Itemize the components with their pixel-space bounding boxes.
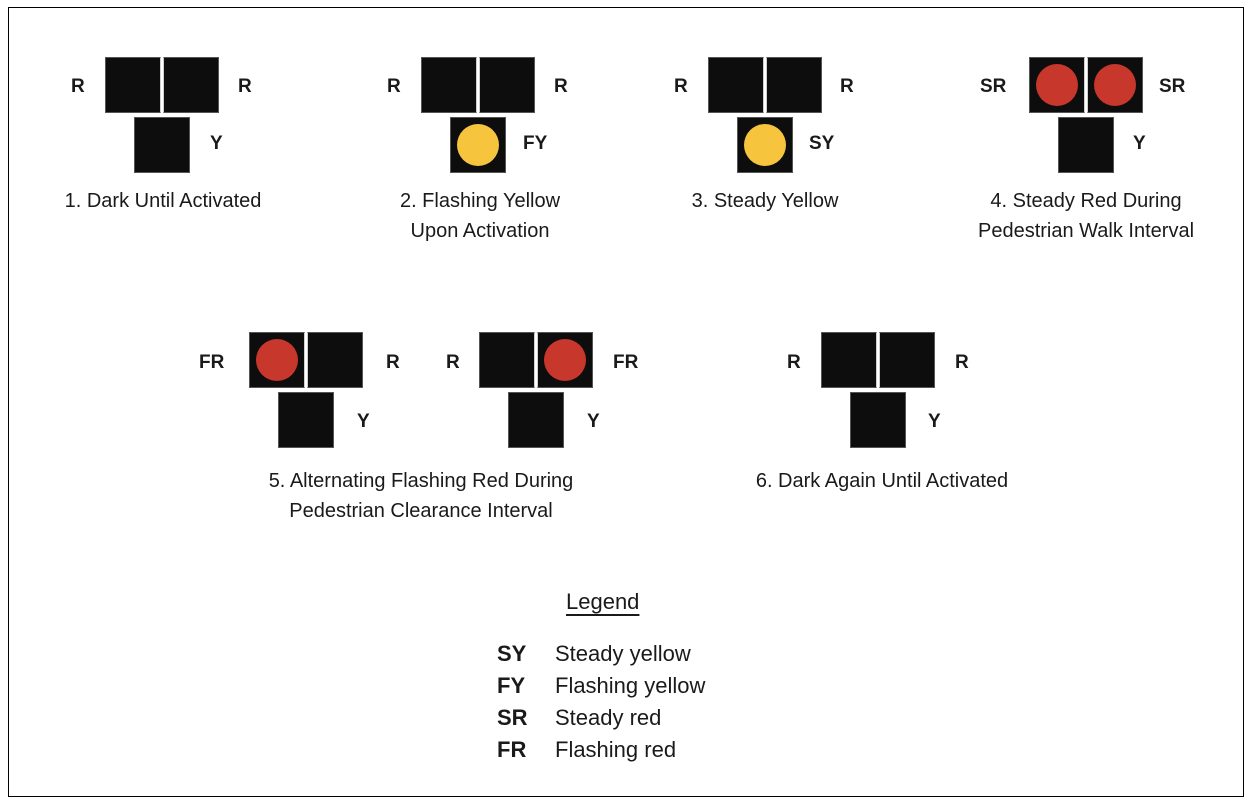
signal-head-stage-5b — [479, 332, 599, 452]
bottom-lens — [508, 392, 564, 448]
legend-item: FY Flashing yellow — [497, 673, 705, 703]
right-lens-label: R — [955, 352, 969, 373]
left-lens-label: R — [446, 352, 460, 373]
legend-code: FR — [497, 737, 527, 762]
right-lens-label: R — [840, 76, 854, 97]
signal-head-stage-3 — [708, 57, 828, 177]
right-lens — [1087, 57, 1143, 113]
yellow-indication — [457, 124, 499, 166]
right-lens-label: SR — [1159, 76, 1186, 97]
bottom-lens-label: Y — [587, 411, 600, 432]
stage-caption: 1. Dark Until Activated — [64, 190, 262, 212]
stage-caption: 6. Dark Again Until Activated — [755, 470, 1009, 492]
signal-head-stage-1 — [105, 57, 225, 177]
legend-meaning: Flashing red — [555, 737, 677, 762]
bottom-lens — [278, 392, 334, 448]
bottom-lens-label: FY — [523, 133, 548, 154]
signal-head-stage-4 — [1029, 57, 1149, 177]
left-lens-label: R — [387, 76, 401, 97]
legend-item: SR Steady red — [497, 705, 661, 735]
right-lens-label: R — [238, 76, 252, 97]
red-indication — [1094, 64, 1136, 106]
left-lens-label: R — [71, 76, 85, 97]
left-lens-label: R — [787, 352, 801, 373]
left-lens — [249, 332, 305, 388]
stage-caption: 2. Flashing Yellow Upon Activation — [399, 190, 561, 242]
signal-head-stage-2 — [421, 57, 541, 177]
bottom-lens — [737, 117, 793, 173]
right-lens-label: FR — [613, 352, 639, 373]
signal-head-stage-5a — [249, 332, 369, 452]
right-lens — [163, 57, 219, 113]
red-indication — [1036, 64, 1078, 106]
bottom-lens — [134, 117, 190, 173]
stage-caption: 4. Steady Red During Pedestrian Walk Int… — [977, 190, 1195, 242]
left-lens-label: R — [674, 76, 688, 97]
signal-head-stage-6 — [821, 332, 941, 452]
left-lens — [708, 57, 764, 113]
right-lens-label: R — [386, 352, 400, 373]
legend-code: FY — [497, 673, 526, 698]
legend-title: Legend — [566, 589, 640, 614]
bottom-lens-label: Y — [357, 411, 370, 432]
right-lens — [307, 332, 363, 388]
left-lens — [479, 332, 535, 388]
bottom-lens-label: Y — [1133, 133, 1146, 154]
stage-caption: 5. Alternating Flashing Red During Pedes… — [268, 470, 574, 522]
bottom-lens-label: SY — [809, 133, 835, 154]
bottom-lens — [1058, 117, 1114, 173]
bottom-lens-label: Y — [210, 133, 223, 154]
bottom-lens — [850, 392, 906, 448]
legend-meaning: Steady red — [555, 705, 662, 730]
legend-item: SY Steady yellow — [497, 641, 691, 671]
legend-code: SY — [497, 641, 527, 666]
left-lens — [821, 332, 877, 388]
red-indication — [544, 339, 586, 381]
legend-item: FR Flashing red — [497, 737, 676, 767]
legend-meaning: Flashing yellow — [555, 673, 706, 698]
legend-meaning: Steady yellow — [555, 641, 691, 666]
right-lens — [479, 57, 535, 113]
right-lens-label: R — [554, 76, 568, 97]
bottom-lens-label: Y — [928, 411, 941, 432]
yellow-indication — [744, 124, 786, 166]
red-indication — [256, 339, 298, 381]
left-lens-label: FR — [199, 352, 225, 373]
right-lens — [766, 57, 822, 113]
left-lens — [105, 57, 161, 113]
right-lens — [879, 332, 935, 388]
legend-code: SR — [497, 705, 528, 730]
left-lens-label: SR — [980, 76, 1007, 97]
left-lens — [1029, 57, 1085, 113]
right-lens — [537, 332, 593, 388]
stage-caption: 3. Steady Yellow — [691, 190, 839, 212]
left-lens — [421, 57, 477, 113]
bottom-lens — [450, 117, 506, 173]
